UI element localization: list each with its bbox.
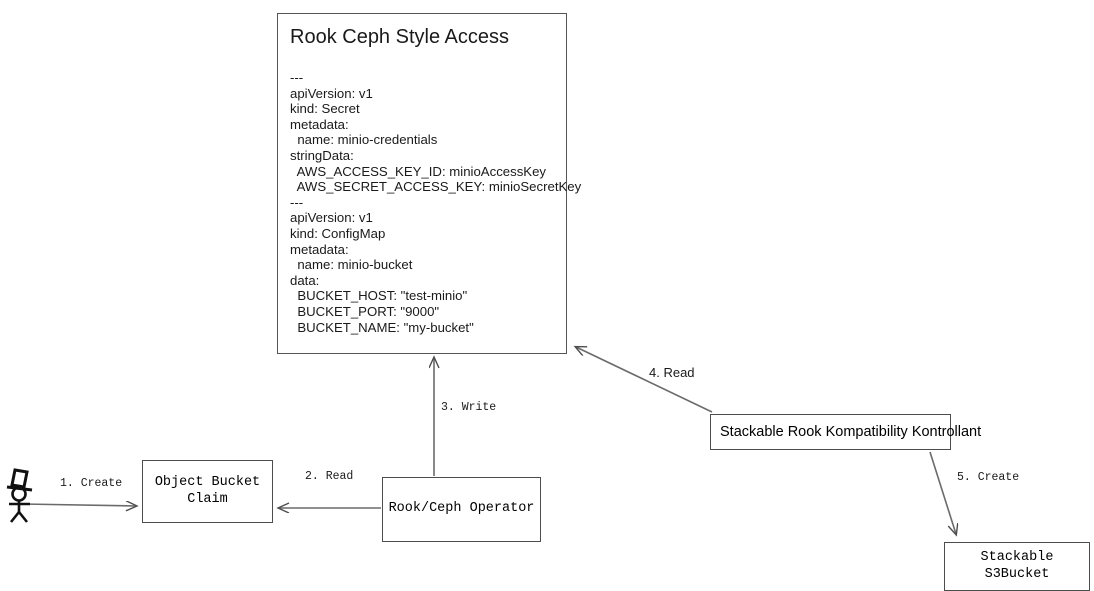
- node-stackable-s3bucket-label: Stackable S3Bucket: [980, 549, 1054, 582]
- node-stackable-rook-kompatibility-kontrollant[interactable]: Stackable Rook Kompatibility Kontrollant: [710, 414, 981, 450]
- node-stackable-s3bucket[interactable]: Stackable S3Bucket: [944, 542, 1090, 591]
- rook-ceph-style-access-card: Rook Ceph Style Access --- apiVersion: v…: [277, 13, 582, 354]
- edge-label-1-create: 1. Create: [60, 477, 123, 490]
- node-rook-ceph-operator[interactable]: Rook/Ceph Operator: [382, 477, 541, 542]
- node-srkk-label: Stackable Rook Kompatibility Kontrollant: [720, 423, 982, 440]
- edge-5-create: [929, 451, 956, 534]
- node-object-bucket-claim[interactable]: Object Bucket Claim: [142, 460, 273, 523]
- edge-label-4-read: 4. Read: [649, 365, 695, 380]
- edge-label-5-create: 5. Create: [957, 471, 1020, 484]
- edge-label-3-write: 3. Write: [441, 401, 497, 414]
- node-object-bucket-claim-label: Object Bucket Claim: [154, 474, 261, 507]
- actor-stick-figure-icon: [6, 468, 33, 523]
- node-rook-ceph-operator-label: Rook/Ceph Operator: [388, 501, 535, 517]
- card-heading: Rook Ceph Style Access: [290, 26, 509, 48]
- card-yaml-body: --- apiVersion: v1 kind: Secret metadata…: [290, 70, 582, 335]
- edge-label-2-read: 2. Read: [305, 470, 354, 483]
